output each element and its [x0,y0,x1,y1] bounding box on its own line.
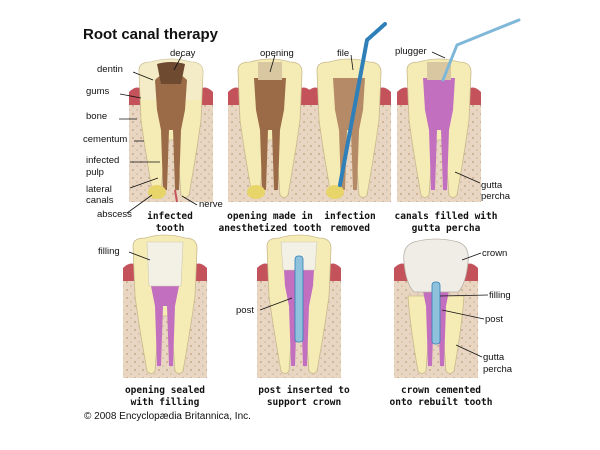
caption-step7-line1: crown cemented [401,385,481,396]
label-lateral-canals-2: canals [86,195,114,206]
plugger-instrument [441,18,521,82]
diagram-title: Root canal therapy [83,26,219,43]
label-file: file [337,48,349,59]
caption-step5-line2: with filling [131,397,200,408]
caption-step6-line2: support crown [267,397,341,408]
label-cementum: cementum [83,134,127,145]
caption-step3-line2: removed [330,223,370,234]
caption-step7-line2: onto rebuilt tooth [390,397,493,408]
leader-lines [119,51,489,358]
post-rod [294,255,304,343]
filling-material [146,241,184,287]
label-gutta-percha-top-2: percha [481,191,511,202]
tooth-infection-removed [307,22,391,202]
tooth-infected [129,58,213,203]
caption-step1-line2: tooth [156,223,185,234]
copyright-credit: © 2008 Encyclopædia Britannica, Inc. [84,411,251,422]
label-gutta-percha-bottom-2: percha [483,364,513,375]
label-gutta-percha-bottom-1: gutta [483,352,505,363]
label-abscess: abscess [97,209,132,220]
caption-step3-line1: infection [324,211,375,222]
label-infected-pulp-1: infected [86,155,119,166]
label-post-mid: post [236,305,254,316]
tooth-canals-filled [397,18,521,202]
label-decay: decay [170,48,196,59]
caption-step2-line2: anesthetized tooth [219,223,322,234]
label-lateral-canals-1: lateral [86,184,112,195]
tooth-post [257,234,341,378]
part-labels: decay dentin gums bone cementum infected… [83,46,513,375]
decay [157,62,185,84]
label-crown: crown [482,248,507,259]
file-instrument [338,22,387,187]
tooth-opening [228,58,312,202]
label-bone: bone [86,111,107,122]
label-infected-pulp-2: pulp [86,167,104,178]
label-post-right: post [485,314,503,325]
tooth-crown [394,238,478,378]
caption-step5-line1: opening sealed [125,385,205,396]
step-captions: infected tooth opening made in anestheti… [125,211,498,408]
caption-step2-line1: opening made in [227,211,313,222]
caption-step4-line1: canals filled with [395,211,498,222]
caption-step1-line1: infected [147,211,193,222]
nerve-line [174,189,178,203]
caption-step6-line1: post inserted to [258,385,350,396]
tooth-sealed [123,234,207,378]
label-gutta-percha-top-1: gutta [481,180,503,191]
label-opening: opening [260,48,294,59]
infected-pulp [155,72,187,190]
gutta-percha-fill [423,78,455,190]
label-plugger: plugger [395,46,427,57]
label-nerve: nerve [199,199,223,210]
label-dentin: dentin [97,64,123,75]
label-gums: gums [86,86,109,97]
abscess [148,185,166,199]
label-filling-right: filling [489,290,511,301]
label-filling-left: filling [98,246,120,257]
crown-cap [403,238,469,293]
caption-step4-line2: gutta percha [412,223,481,234]
